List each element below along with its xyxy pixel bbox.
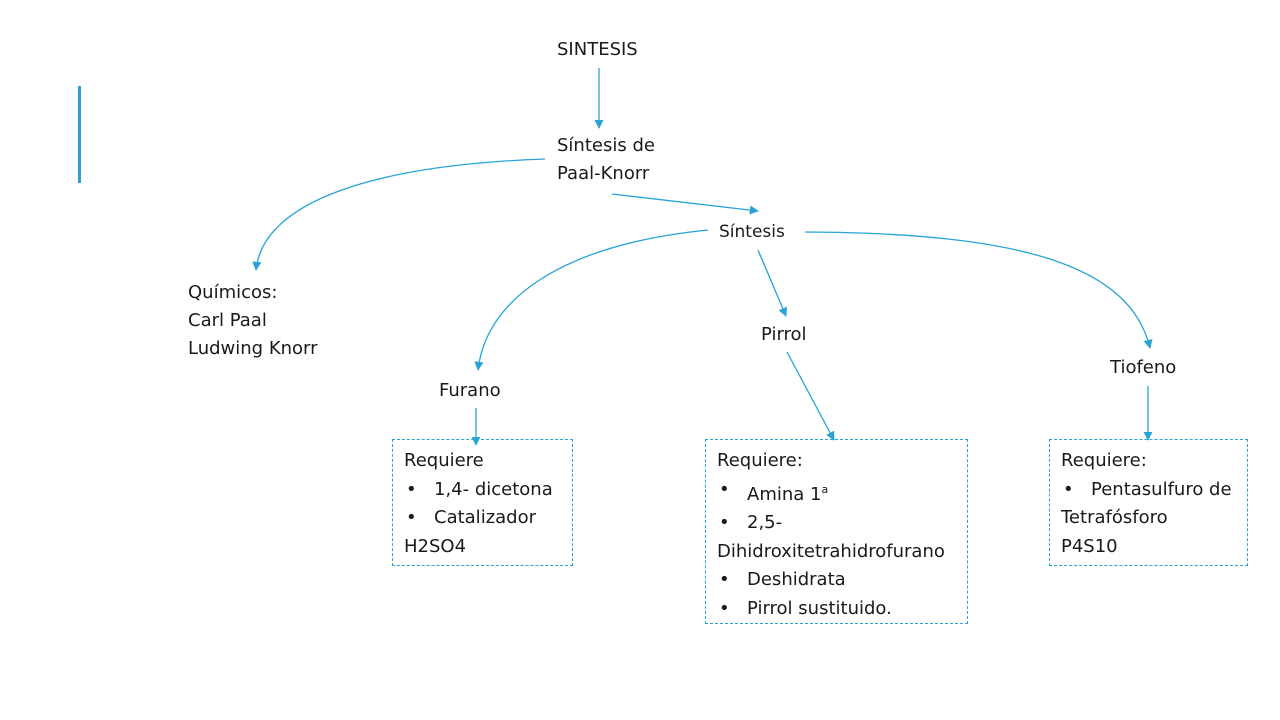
node-sintesis-root: SINTESIS — [557, 39, 638, 60]
arrow-paal-knorr-to-sintesis — [611, 193, 759, 215]
quimico-ludwing-knorr: Ludwing Knorr — [188, 338, 318, 359]
arrow-pirrol-to-box — [786, 351, 835, 441]
superscript: a — [821, 482, 829, 496]
list-item: Deshidrata — [717, 566, 967, 595]
list-item: Pentasulfuro de Tetrafósforo — [1061, 476, 1247, 533]
list-item: Amina 1a — [717, 476, 967, 510]
paal-knorr-line-2: Paal-Knorr — [557, 163, 650, 184]
node-paal-knorr: Síntesis de Paal-Knorr — [557, 132, 655, 188]
node-pirrol: Pirrol — [761, 324, 807, 345]
quimicos-heading: Químicos: — [188, 282, 278, 303]
list-item-line-1: 2,5- — [747, 512, 783, 533]
furano-box-heading: Requiere — [404, 450, 484, 471]
node-tiofeno: Tiofeno — [1110, 357, 1177, 378]
quimico-carl-paal: Carl Paal — [188, 310, 267, 331]
tiofeno-box-heading: Requiere: — [1061, 450, 1147, 471]
list-item-text: Amina 1 — [747, 483, 822, 505]
pirrol-requirements-list: Amina 1a 2,5- Dihidroxitetrahidrofurano … — [717, 476, 967, 624]
box-pirrol-requirements: Requiere: Amina 1a 2,5- Dihidroxitetrahi… — [705, 439, 968, 624]
arrow-sintesis-to-pirrol — [757, 249, 787, 317]
accent-bar — [78, 86, 81, 183]
list-item: Pirrol sustituido. — [717, 595, 967, 624]
node-sintesis: Síntesis — [719, 222, 785, 242]
node-quimicos: Químicos: Carl Paal Ludwing Knorr — [188, 279, 318, 363]
tiofeno-box-formula: P4S10 — [1061, 535, 1118, 557]
list-item-line-2: Tetrafósforo — [1061, 507, 1168, 528]
arrow-paal-knorr-to-quimicos — [252, 158, 546, 271]
furano-box-catalyst: H2SO4 — [404, 535, 467, 557]
paal-knorr-line-1: Síntesis de — [557, 135, 655, 156]
arrow-sintesis-to-tiofeno — [804, 231, 1153, 349]
list-item: Catalizador — [404, 504, 572, 533]
box-furano-requirements: Requiere 1,4- dicetona Catalizador H2SO4 — [392, 439, 573, 566]
list-item: 2,5- Dihidroxitetrahidrofurano — [717, 509, 967, 566]
pirrol-box-heading: Requiere: — [717, 450, 803, 471]
tiofeno-requirements-list: Pentasulfuro de Tetrafósforo — [1061, 476, 1247, 533]
box-tiofeno-requirements: Requiere: Pentasulfuro de Tetrafósforo P… — [1049, 439, 1248, 566]
arrow-sintesis-to-furano — [474, 229, 709, 371]
furano-requirements-list: 1,4- dicetona Catalizador — [404, 476, 572, 533]
list-item: 1,4- dicetona — [404, 476, 572, 505]
list-item-line-1: Pentasulfuro de — [1091, 478, 1232, 500]
list-item-line-2: Dihidroxitetrahidrofurano — [717, 540, 945, 562]
node-furano: Furano — [439, 380, 501, 401]
